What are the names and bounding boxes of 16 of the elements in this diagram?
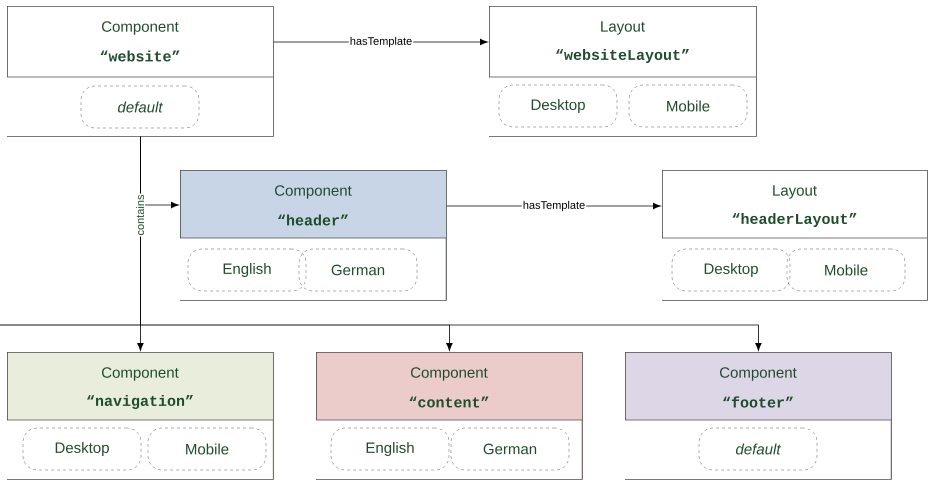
variant-pill: Desktop [498,84,618,128]
edge-label: contains [134,194,146,236]
variant-pill: English [188,248,306,292]
edge-label: hasTemplate [348,36,414,48]
variant-pill: Mobile [786,248,906,292]
variant-pill: Mobile [148,428,266,470]
edge-label: hasTemplate [522,200,586,212]
variant-pill: German [450,428,570,470]
variant-pill: English [330,428,450,470]
variant-pill: German [298,248,418,292]
variant-pill: Mobile [628,84,748,128]
variant-pill: Desktop [22,428,142,470]
variant-pill: default [698,428,818,470]
arrow [0,136,762,351]
variant-pill: default [80,86,200,128]
variant-pill: Desktop [672,248,790,292]
